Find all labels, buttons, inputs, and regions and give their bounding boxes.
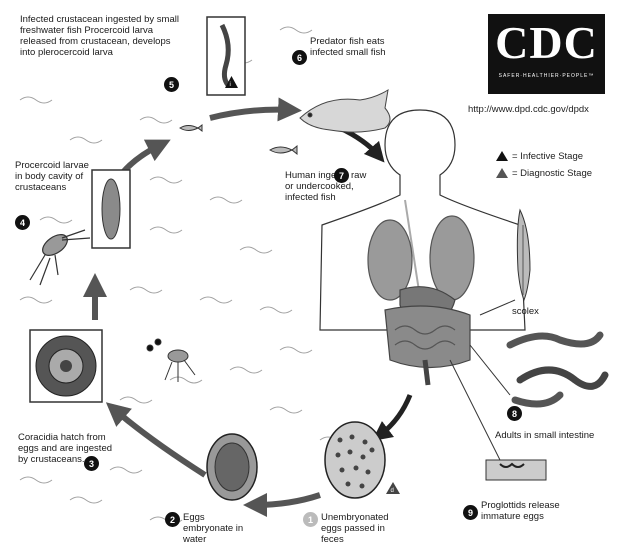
infective-stage-icon xyxy=(495,150,509,162)
stage-9-label: Proglottids release immature eggs xyxy=(481,500,581,522)
diagnostic-marker-egg: d xyxy=(386,482,400,494)
stage-1-label: Unembryonated eggs passed in feces xyxy=(321,512,406,545)
stage-5-label: Infected crustacean ingested by small fr… xyxy=(20,14,185,58)
stage-1-number: 1 xyxy=(303,512,318,527)
stage-7-label: Human ingests raw or undercooked, infect… xyxy=(285,170,370,203)
scolex xyxy=(517,210,530,300)
stage-4-number: 4 xyxy=(15,215,30,230)
stage-6-number: 6 xyxy=(292,50,307,65)
crustacean xyxy=(30,230,90,285)
stage-2-number: 2 xyxy=(165,512,180,527)
stage-3-label: Coracidia hatch from eggs and are ingest… xyxy=(18,432,123,465)
scolex-label: scolex xyxy=(512,306,539,317)
stage-7-number: 7 xyxy=(334,168,349,183)
predator-fish xyxy=(300,90,390,132)
legend-diagnostic: = Diagnostic Stage xyxy=(495,167,592,179)
stage-9-number: 9 xyxy=(463,505,478,520)
crustaceans-eating xyxy=(147,339,195,382)
cdc-logo: CDC SAFER·HEALTHIER·PEOPLE™ xyxy=(488,14,605,94)
unembryonated-egg xyxy=(325,422,385,498)
procercoid-box xyxy=(92,170,130,248)
diagnostic-stage-icon xyxy=(495,167,509,179)
embryonated-egg xyxy=(207,434,257,500)
svg-text:i: i xyxy=(230,82,231,88)
adult-worms xyxy=(510,335,605,404)
source-url: http://www.dpd.cdc.gov/dpdx xyxy=(468,104,589,115)
coracidium-box xyxy=(30,330,102,402)
plerocercoid-box: i xyxy=(207,17,245,95)
cdc-logo-text: CDC xyxy=(488,14,605,72)
stage-6-label: Predator fish eats infected small fish xyxy=(310,36,410,58)
cycle-arrows xyxy=(95,110,320,505)
stage-3-number: 3 xyxy=(84,456,99,471)
legend-infective: = Infective Stage xyxy=(495,150,583,162)
cdc-logo-tagline: SAFER·HEALTHIER·PEOPLE™ xyxy=(488,72,605,80)
svg-text:d: d xyxy=(391,488,394,494)
legend-infective-text: = Infective Stage xyxy=(512,151,583,162)
stage-5-number: 5 xyxy=(164,77,179,92)
small-fish xyxy=(180,125,297,154)
stage-8-number: 8 xyxy=(507,406,522,421)
stage-2-label: Eggs embryonate in water xyxy=(183,512,253,545)
legend-diagnostic-text: = Diagnostic Stage xyxy=(512,168,592,179)
stage-4-label: Procercoid larvae in body cavity of crus… xyxy=(15,160,95,193)
stage-8-label: Adults in small intestine xyxy=(495,430,615,441)
proglottids xyxy=(486,460,546,480)
